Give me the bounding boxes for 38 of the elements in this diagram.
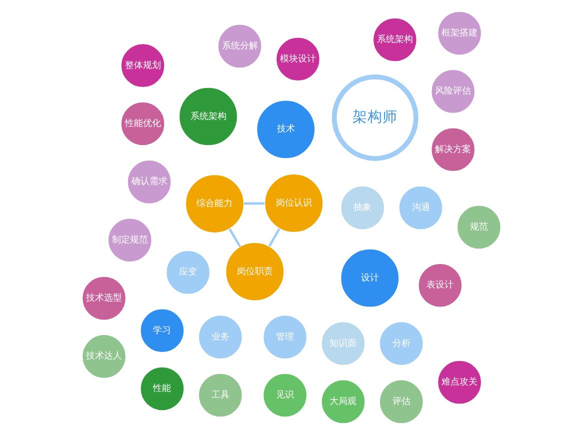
- node-circle: 综合能力: [184, 174, 244, 234]
- node-circle: 管理: [262, 314, 307, 360]
- node-circle: 学习: [140, 308, 184, 353]
- node-circle: 知识面: [320, 321, 365, 366]
- node-circle: 沟通: [398, 186, 442, 230]
- node-circle: 性能优化: [120, 102, 165, 146]
- node-circle: 难点攻关: [436, 360, 482, 405]
- node-circle: 评估: [378, 380, 424, 424]
- node-circle: 性能: [140, 366, 184, 412]
- node-circle: 表设计: [417, 263, 462, 308]
- node-circle: 确认需求: [126, 160, 172, 204]
- node-circle: 整体规划: [120, 43, 165, 88]
- node-circle: 系统架构: [178, 87, 238, 146]
- connector: [268, 228, 280, 247]
- node-circle: 技术达人: [81, 334, 126, 379]
- node-circle: 解决方案: [430, 127, 475, 172]
- node-circle: 岗位认识: [264, 174, 323, 233]
- node-circle: 技术: [256, 100, 315, 159]
- node-circle: 系统分解: [217, 24, 262, 68]
- node-circle: 规范: [456, 204, 501, 250]
- node-circle: 制定规范: [107, 218, 152, 262]
- node-circle: 业务: [198, 314, 242, 360]
- node-circle: 分析: [378, 321, 424, 366]
- node-circle: 系统架构: [372, 18, 417, 62]
- connector: [243, 202, 264, 205]
- node-circle: 设计: [340, 248, 399, 308]
- node-circle: 工具: [198, 373, 242, 418]
- node-circle: 风险评估: [430, 69, 475, 114]
- node-circle: 模块设计: [275, 36, 320, 82]
- node-circle: 大局观: [320, 380, 365, 424]
- connector: [228, 228, 241, 248]
- node-circle: 岗位职责: [224, 242, 284, 302]
- node-circle: 架构师: [331, 74, 418, 161]
- node-circle: 框架搭建: [436, 11, 482, 56]
- node-circle: 见识: [262, 373, 307, 418]
- node-circle: 技术选型: [81, 276, 126, 321]
- node-circle: 抽象: [340, 186, 384, 230]
- node-circle: 应变: [165, 250, 210, 295]
